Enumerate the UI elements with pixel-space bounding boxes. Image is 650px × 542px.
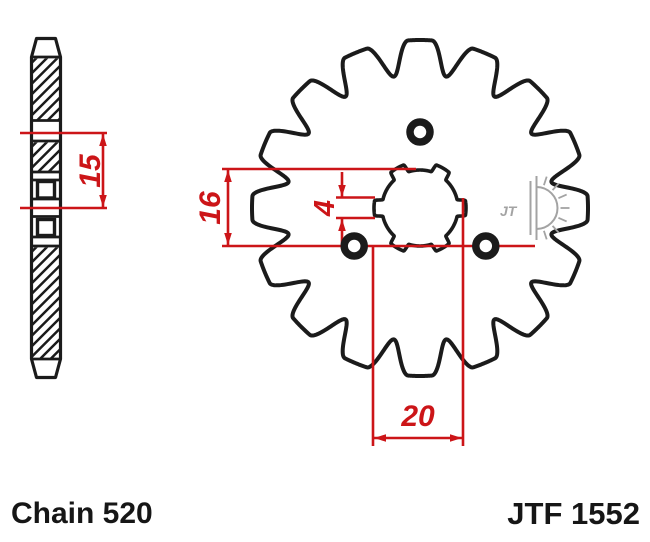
splined-bore (372, 163, 468, 253)
jt-logo-monogram: JT (500, 203, 518, 219)
logo-sun-ray (551, 225, 560, 234)
dimension-arrowhead (99, 134, 107, 146)
logo-sun-arc (536, 186, 559, 230)
dimension-arrowhead (338, 219, 346, 231)
bolt-hole (472, 232, 500, 260)
dimension-15-label: 15 (74, 153, 107, 188)
part-number-label: JTF 1552 (507, 496, 640, 531)
bore-section-hole (35, 217, 57, 238)
dimension-arrowhead (99, 195, 107, 207)
dimension-arrowhead (338, 185, 346, 197)
dimension-4-label: 4 (309, 200, 341, 217)
logo-sun-ray (543, 230, 548, 240)
hatch-section (33, 58, 59, 120)
dimension-arrowhead (374, 434, 386, 442)
bolt-hole (340, 232, 368, 260)
logo-sun-ray (543, 176, 548, 186)
sprocket-front-view (250, 38, 590, 378)
logo-sun-ray (558, 193, 568, 200)
dimension-arrowhead (224, 233, 232, 245)
dimension-16-label: 16 (194, 191, 227, 225)
hatch-section (33, 247, 59, 358)
dimension-arrowhead (450, 434, 462, 442)
logo-sun-ray (551, 182, 560, 191)
bore-section-hole (35, 179, 57, 200)
hatch-section (33, 142, 59, 171)
jt-sprockets-logo (529, 176, 570, 240)
dimension-20-label: 20 (400, 400, 435, 433)
bolt-hole (406, 118, 434, 146)
chain-size-label: Chain 520 (11, 497, 153, 530)
logo-sun-ray (558, 216, 568, 223)
sprocket-side-section-view (29, 36, 63, 380)
dimension-arrowhead (224, 170, 232, 182)
dimension-annotations (20, 118, 535, 446)
